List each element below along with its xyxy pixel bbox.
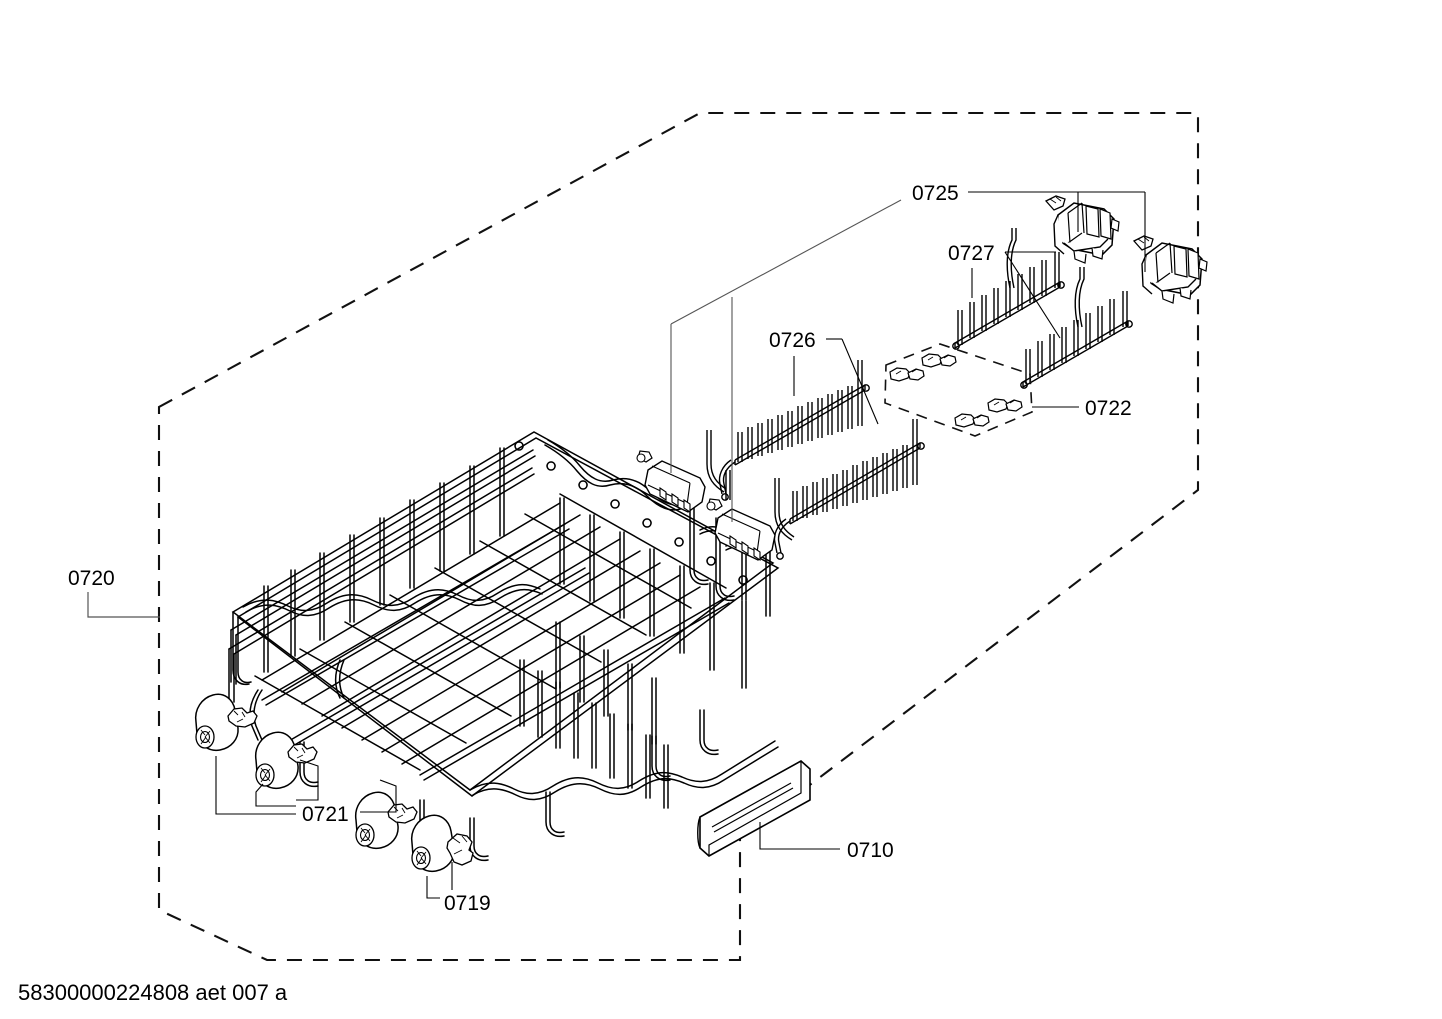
callout-label-0721: 0721 (302, 803, 349, 826)
callout-label-0710: 0710 (847, 839, 894, 862)
callout-label-0722: 0722 (1085, 397, 1132, 420)
diagram-caption: 58300000224808 aet 007 a (18, 980, 288, 1005)
retaining-clip-0722-a (889, 367, 925, 382)
tine-bracket-0726-a (636, 450, 706, 514)
leader-0710 (759, 822, 840, 850)
callout-label-0725: 0725 (912, 182, 959, 205)
plastic-holder-0725-a (1045, 195, 1120, 264)
retaining-clip-0722-d (987, 398, 1023, 413)
tine-rack-0726-lower (773, 419, 925, 560)
tine-rack-0727-left (952, 228, 1065, 350)
handle-bar-0710 (697, 760, 811, 857)
leader-0725-diagonal (670, 199, 902, 522)
callout-label-0726: 0726 (769, 329, 816, 352)
leader-0720 (87, 592, 160, 618)
tine-rack-0727-right (1020, 267, 1133, 389)
upper-basket-wireframe (228, 431, 780, 862)
roller-wheel-0721-a (194, 693, 258, 752)
tine-support-wires-0726 (706, 430, 795, 541)
leader-0719 (426, 862, 453, 899)
assembly-boundary-0720 (157, 111, 1200, 962)
tine-rack-0726-upper (718, 360, 870, 501)
callout-label-0727: 0727 (948, 242, 995, 265)
leader-0727 (971, 251, 1061, 339)
callout-label-0719: 0719 (444, 892, 491, 915)
retaining-clip-0722-c (954, 413, 990, 428)
tine-bracket-0726-b (706, 498, 776, 562)
roller-wheel-0721-c (354, 791, 418, 850)
leader-0725 (968, 191, 1146, 272)
clip-region-0722 (884, 343, 1033, 437)
callout-label-0720: 0720 (68, 567, 115, 590)
leader-0721 (215, 756, 397, 815)
leader-0726 (793, 338, 879, 425)
retaining-clip-0722-b (921, 353, 957, 368)
roller-wheel-0719 (410, 814, 474, 873)
